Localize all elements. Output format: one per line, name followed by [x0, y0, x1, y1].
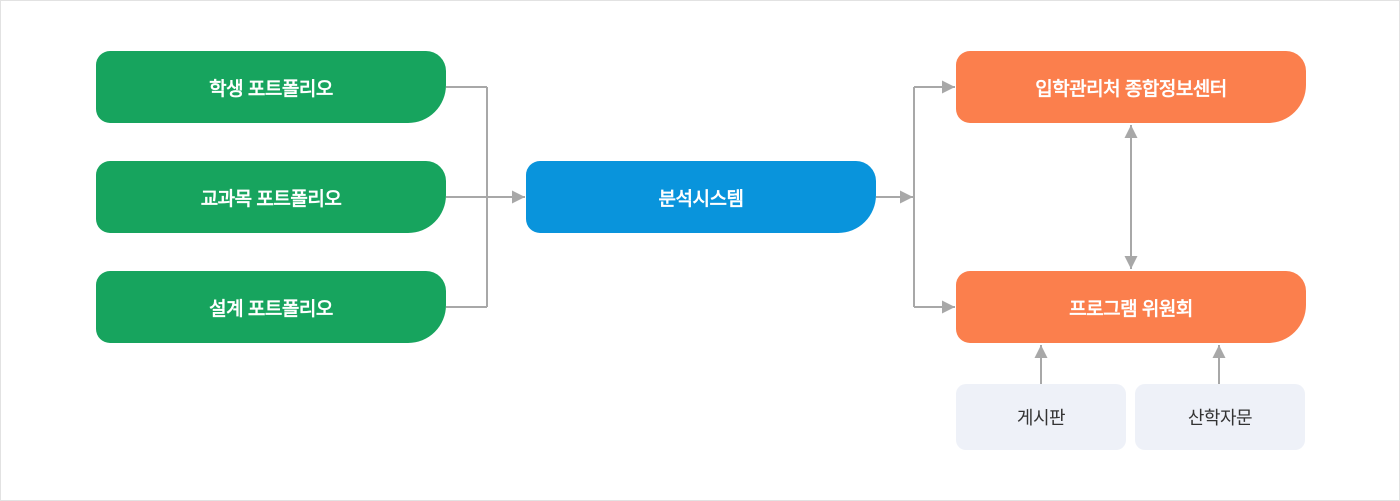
node-bulletin-board-label: 게시판 — [1016, 408, 1066, 428]
node-program-committee: 프로그램 위원회 — [956, 271, 1306, 343]
edge-portfolios-to-analysis — [446, 86, 525, 308]
node-design-portfolio-label: 설계 포트폴리오 — [209, 298, 333, 320]
node-design-portfolio: 설계 포트폴리오 — [96, 271, 446, 343]
node-student-portfolio: 학생 포트폴리오 — [96, 51, 446, 123]
edge-analysis-to-bus — [876, 87, 915, 307]
node-industry-academia-advisory: 산학자문 — [1135, 384, 1305, 450]
node-admissions-info-center-label: 입학관리처 종합정보센터 — [1035, 78, 1227, 100]
node-course-portfolio: 교과목 포트폴리오 — [96, 161, 446, 233]
node-industry-academia-advisory-label: 산학자문 — [1187, 408, 1253, 428]
node-analysis-system: 분석시스템 — [526, 161, 876, 233]
node-bulletin-board: 게시판 — [956, 384, 1126, 450]
node-student-portfolio-label: 학생 포트폴리오 — [209, 78, 333, 100]
node-analysis-system-label: 분석시스템 — [658, 188, 744, 210]
node-course-portfolio-label: 교과목 포트폴리오 — [200, 188, 342, 210]
node-admissions-info-center: 입학관리처 종합정보센터 — [956, 51, 1306, 123]
node-program-committee-label: 프로그램 위원회 — [1069, 298, 1193, 320]
